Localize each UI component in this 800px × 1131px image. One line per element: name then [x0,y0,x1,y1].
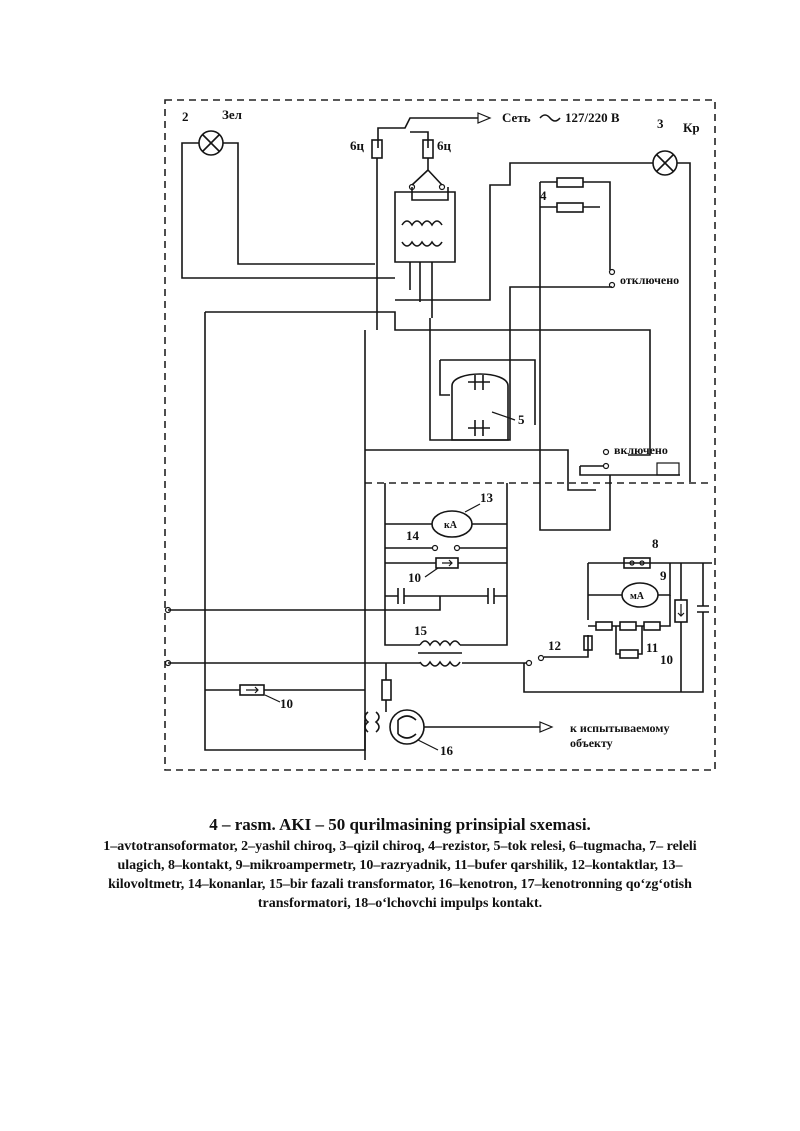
transformer-15 [418,640,462,667]
label-11: 11 [646,640,658,655]
label-8: 8 [652,536,659,551]
microammeter-9: мА [621,582,659,608]
figure-caption-legend: 1–avtotransoformator, 2–yashil chiroq, 3… [103,839,697,911]
green-lamp-2 [198,130,224,156]
arrester-10-right [674,599,688,623]
label-9: 9 [660,568,667,583]
svg-text:кА: кА [444,520,458,531]
arrester-10-top [435,557,459,569]
label-test-object-1: к испытываемому [570,721,669,735]
label-voltage: 127/220 В [565,110,620,125]
label-5: 5 [518,412,525,427]
label-kr: Кр [683,120,700,135]
label-on: включено [614,443,668,457]
fuse-left [371,139,383,159]
red-lamp-3 [652,150,678,176]
ac-symbol [539,114,561,122]
label-12: 12 [548,638,561,653]
autotransformer-1 [394,187,456,318]
kenotron-16 [389,709,425,745]
svg-text:мА: мА [630,591,645,602]
contact-8 [623,557,651,569]
circuit-schematic: 2 Зел Сеть 127/220 В 6ц 6ц 3 Кр [164,99,716,771]
label-fuse-left: 6ц [350,138,365,153]
label-fuse-right: 6ц [437,138,452,153]
arrester-10-bottom [239,684,265,696]
label-zel: Зел [222,107,242,122]
label-network: Сеть [502,110,531,125]
label-10-top: 10 [408,570,421,585]
label-2: 2 [182,109,189,124]
label-10-bottom: 10 [280,696,293,711]
enclosure-dashed-border [164,99,716,771]
label-16: 16 [440,743,454,758]
label-3: 3 [657,116,664,131]
label-10-right: 10 [660,652,673,667]
label-13: 13 [480,490,494,505]
label-4: 4 [540,188,547,203]
figure-caption-title: 4 – rasm. AKI – 50 qurilmasining prinsip… [209,815,591,834]
label-14: 14 [406,528,420,543]
current-relay-5 [439,359,536,441]
label-off: отключено [620,273,679,287]
resistor-4 [556,177,584,213]
kilovoltmeter-13: кА [431,510,473,538]
label-15: 15 [414,623,428,638]
label-test-object-2: объекту [570,736,613,750]
